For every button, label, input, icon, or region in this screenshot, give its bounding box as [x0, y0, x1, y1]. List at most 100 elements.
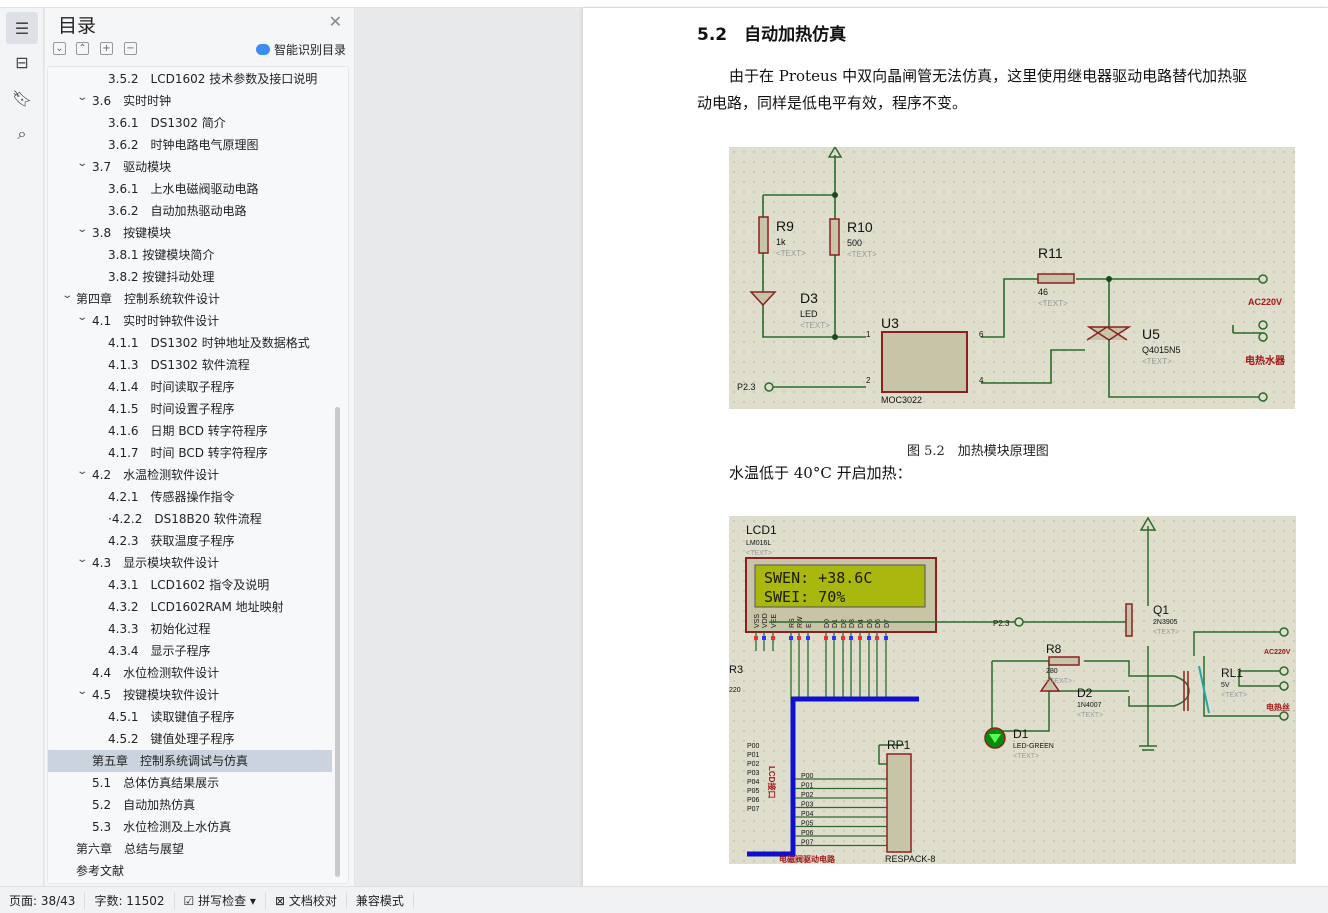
ac220v-label: AC220V [1264, 649, 1291, 656]
collapse-all-icon[interactable]: − [124, 42, 137, 55]
toc-item[interactable]: 3.6.1 上水电磁阀驱动电路 [48, 178, 332, 200]
collapse-down-icon[interactable]: ⌄ [53, 42, 66, 55]
toc-item[interactable]: 4.5.1 读取键值子程序 [48, 706, 332, 728]
toc-item[interactable]: ⌄3.7 驱动模块 [48, 156, 332, 178]
d2-value: 1N4007 [1077, 702, 1102, 709]
scrollbar[interactable] [335, 407, 340, 877]
toc-item[interactable]: ⌄4.1 实时时钟软件设计 [48, 310, 332, 332]
toc-item[interactable]: 4.1.4 时间读取子程序 [48, 376, 332, 398]
lcd-pin-label: D4 [858, 619, 865, 628]
heating-schematic-figure: R9 1k R10 500 R11 46 D3 LED U3 MOC3022 U… [729, 145, 1295, 409]
spell-check-button[interactable]: ☑ 拼写检查 ▾ [175, 891, 266, 909]
compat-mode[interactable]: 兼容模式 [347, 891, 414, 909]
chevron-down-icon[interactable]: ⌄ [76, 158, 89, 169]
toc-item[interactable]: 4.5.2 键值处理子程序 [48, 728, 332, 750]
toc-item[interactable]: 4.3.3 初始化过程 [48, 618, 332, 640]
pin-state-marker [762, 636, 766, 640]
toc-item[interactable]: 4.1.6 日期 BCD 转字符程序 [48, 420, 332, 442]
search-icon[interactable]: ⌕ [17, 124, 27, 143]
text-placeholder: <TEXT> [776, 249, 806, 258]
toc-item[interactable]: ·4.2.2 DS18B20 软件流程 [48, 508, 332, 530]
d3-value: LED [800, 309, 818, 319]
chevron-down-icon[interactable]: ⌄ [76, 466, 89, 477]
toc-item[interactable]: 3.8.2 按键抖动处理 [48, 266, 332, 288]
toc-item[interactable]: 5.1 总体仿真结果展示 [48, 772, 332, 794]
smart-toc-button[interactable]: 智能识别目录 [255, 41, 346, 58]
toc-item-label: 3.6.2 时钟电路电气原理图 [108, 138, 259, 152]
toc-item[interactable]: 参考文献 [48, 860, 332, 882]
collapse-up-icon[interactable]: ⌃ [76, 42, 89, 55]
d2-label: D2 [1077, 686, 1093, 700]
toc-item-label: 第四章 控制系统软件设计 [76, 292, 221, 306]
toc-item[interactable]: ⌄3.6 实时时钟 [48, 90, 332, 112]
pin-state-marker [771, 636, 775, 640]
q1-label: Q1 [1153, 603, 1169, 617]
rl1-value: 5V [1221, 682, 1230, 689]
r11-label: R11 [1038, 245, 1063, 261]
chevron-down-icon[interactable]: ⌄ [61, 290, 74, 301]
navigation-icon[interactable]: ⊟ [15, 52, 29, 72]
chevron-down-icon[interactable]: ⌄ [76, 92, 89, 103]
port-label: P02 [801, 792, 814, 799]
toc-item[interactable]: 4.1.3 DS1302 软件流程 [48, 354, 332, 376]
toc-item[interactable]: 5.3 水位检测及上水仿真 [48, 816, 332, 838]
toc-item[interactable]: 3.6.2 时钟电路电气原理图 [48, 134, 332, 156]
toc-item[interactable]: 4.3.4 显示子程序 [48, 640, 332, 662]
text-placeholder: <TEXT> [1013, 753, 1039, 760]
toc-item[interactable]: 4.2.1 传感器操作指令 [48, 486, 332, 508]
text-placeholder: <TEXT> [800, 321, 830, 330]
toc-item[interactable]: 4.3.1 LCD1602 指令及说明 [48, 574, 332, 596]
toc-item[interactable]: ⌄4.2 水温检测软件设计 [48, 464, 332, 486]
workspace-gap [356, 8, 583, 886]
toc-item[interactable]: 3.6.2 自动加热驱动电路 [48, 200, 332, 222]
r8-value: 280 [1046, 668, 1058, 675]
r10-value: 500 [847, 238, 862, 248]
toc-item-label: 4.1 实时时钟软件设计 [92, 314, 220, 328]
toc-item-label: 3.5.2 LCD1602 技术参数及接口说明 [108, 72, 318, 86]
toc-item-label: 4.2.1 传感器操作指令 [108, 490, 235, 504]
toc-item-label: 第五章 控制系统调试与仿真 [92, 754, 249, 768]
pin-state-marker [867, 636, 871, 640]
bookmark-icon[interactable]: 🔖︎ [11, 88, 33, 108]
text-placeholder: <TEXT> [1046, 678, 1072, 685]
toc-item[interactable]: ⌄4.3 显示模块软件设计 [48, 552, 332, 574]
expand-all-icon[interactable]: + [100, 42, 113, 55]
toc-item[interactable]: ⌄第四章 控制系统软件设计 [48, 288, 332, 310]
toc-item[interactable]: 3.5.2 LCD1602 技术参数及接口说明 [48, 68, 332, 90]
toc-item[interactable]: 5.2 自动加热仿真 [48, 794, 332, 816]
toc-item[interactable]: 4.1.5 时间设置子程序 [48, 398, 332, 420]
proofread-button[interactable]: ⊠ 文档校对 [266, 891, 347, 909]
port-label: P03 [801, 802, 814, 809]
toc-item[interactable]: ⌄3.8 按键模块 [48, 222, 332, 244]
toc-item[interactable]: 第六章 总结与展望 [48, 838, 332, 860]
toc-item-label: 5.1 总体仿真结果展示 [92, 776, 220, 790]
toc-panel: 目录 ✕ ⌄ ⌃ + − 智能识别目录 3.5.2 LCD1602 技术参数及接… [45, 8, 355, 886]
toc-item[interactable]: 4.1.7 时间 BCD 转字符程序 [48, 442, 332, 464]
toc-item-label: 3.8.1 按键模块简介 [108, 248, 215, 262]
u3-label: U3 [881, 315, 899, 331]
lcd-pin-label: D6 [875, 619, 882, 628]
toc-item[interactable]: 4.3.2 LCD1602RAM 地址映射 [48, 596, 332, 618]
chevron-down-icon[interactable]: ⌄ [76, 554, 89, 565]
toc-item-label: 第六章 总结与展望 [76, 842, 185, 856]
toc-item[interactable]: 4.4 水位检测软件设计 [48, 662, 332, 684]
port-label: P06 [747, 797, 760, 804]
chevron-down-icon[interactable]: ⌄ [76, 224, 89, 235]
toc-item[interactable]: 第五章 控制系统调试与仿真 [48, 750, 332, 772]
close-icon[interactable]: ✕ [328, 12, 342, 31]
toc-item[interactable]: 3.8.1 按键模块简介 [48, 244, 332, 266]
lcd-pin-label: RS [789, 618, 796, 628]
toc-item[interactable]: ⌄4.5 按键模块软件设计 [48, 684, 332, 706]
lcd-pin-label: D5 [867, 619, 874, 628]
port-label: P03 [747, 770, 760, 777]
toc-panel-icon[interactable]: ☰ [6, 12, 38, 44]
toc-item[interactable]: 4.2.3 获取温度子程序 [48, 530, 332, 552]
pin-state-marker [824, 636, 828, 640]
document-page: 5.2 自动加热仿真 由于在 Proteus 中双向晶闸管无法仿真，这里使用继电… [583, 8, 1328, 886]
word-count[interactable]: 字数: 11502 [85, 891, 175, 909]
toc-item[interactable]: 3.6.1 DS1302 简介 [48, 112, 332, 134]
toc-item[interactable]: 4.1.1 DS1302 时钟地址及数据格式 [48, 332, 332, 354]
chevron-down-icon[interactable]: ⌄ [76, 686, 89, 697]
chevron-down-icon[interactable]: ⌄ [76, 312, 89, 323]
